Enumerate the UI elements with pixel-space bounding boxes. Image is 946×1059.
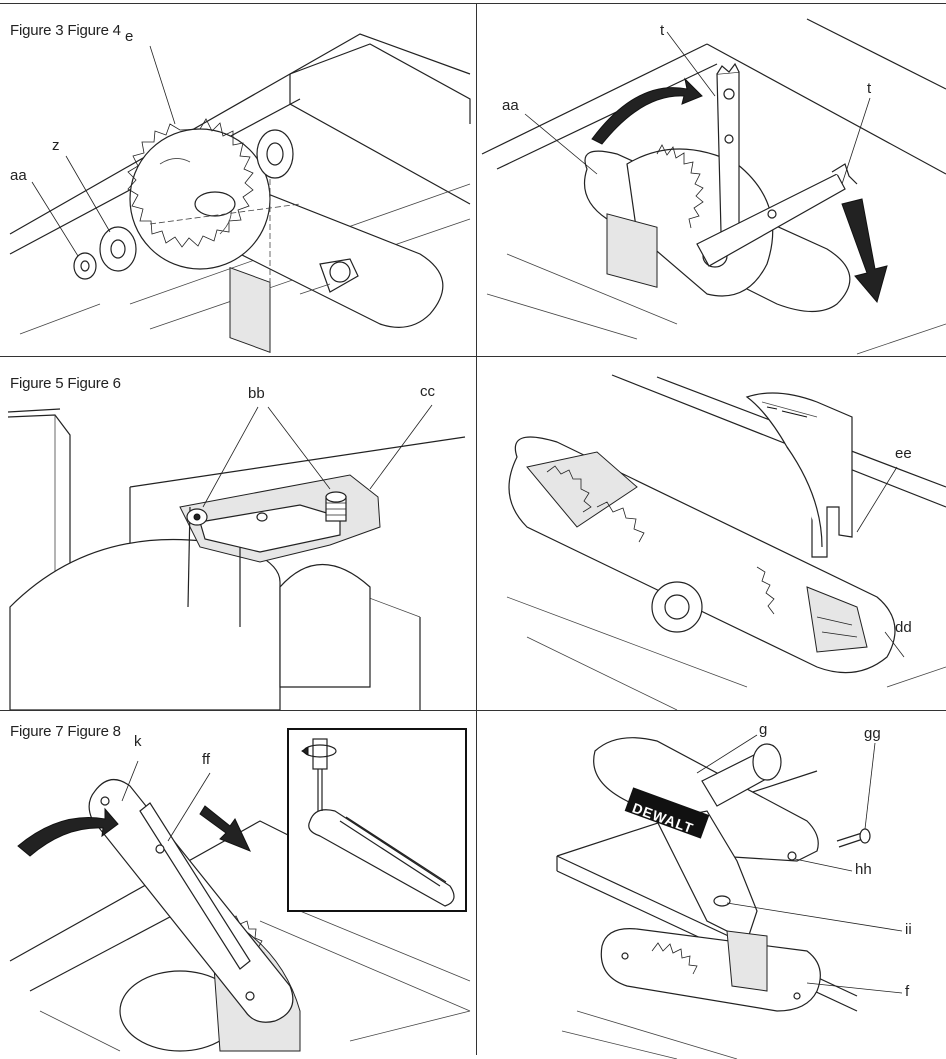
figure-caption-row-1: Figure 3 Figure 4 [10,22,121,39]
label-cc: cc [420,383,435,400]
figure-7-panel: Figure 7 Figure 8 k ff [0,711,476,1059]
label-hh: hh [855,861,872,878]
label-e: e [125,28,134,45]
row-divider-2 [0,710,946,711]
figure-6-panel: ee dd [477,357,946,710]
label-z: z [52,137,60,154]
figure-3-panel: Figure 3 Figure 4 e z aa [0,4,476,356]
label-f: f [905,983,910,1000]
figure-caption-row-3: Figure 7 Figure 8 [10,723,121,740]
figure-5-drawing [7,404,466,710]
figure-4-panel: t t aa [477,4,946,356]
figure-4-drawing [481,18,946,355]
top-rule [0,3,946,4]
figure-7-drawing [9,728,471,1052]
dewalt-logo [624,787,710,839]
figure-5-panel: Figure 5 Figure 6 bb cc [0,357,476,710]
label-bb: bb [248,385,265,402]
label-ii: ii [905,921,912,938]
label-gg: gg [864,725,881,742]
label-aa: aa [502,97,519,114]
label-k: k [134,733,142,750]
label-dd: dd [895,619,912,636]
figure-caption-row-2: Figure 5 Figure 6 [10,375,121,392]
label-t-lower: t [867,80,872,97]
label-ee: ee [895,445,912,462]
center-divider [476,3,477,1055]
label-aa: aa [10,167,27,184]
label-ff: ff [202,751,211,768]
figure-8-panel: DEWALT g gg hh ii f [477,711,946,1059]
label-t-upper: t [660,22,665,39]
figure-6-drawing [506,374,946,710]
label-g: g [759,721,768,738]
row-divider-1 [0,356,946,357]
figure-3-drawing [9,33,471,353]
figure-8-drawing [556,734,903,1059]
